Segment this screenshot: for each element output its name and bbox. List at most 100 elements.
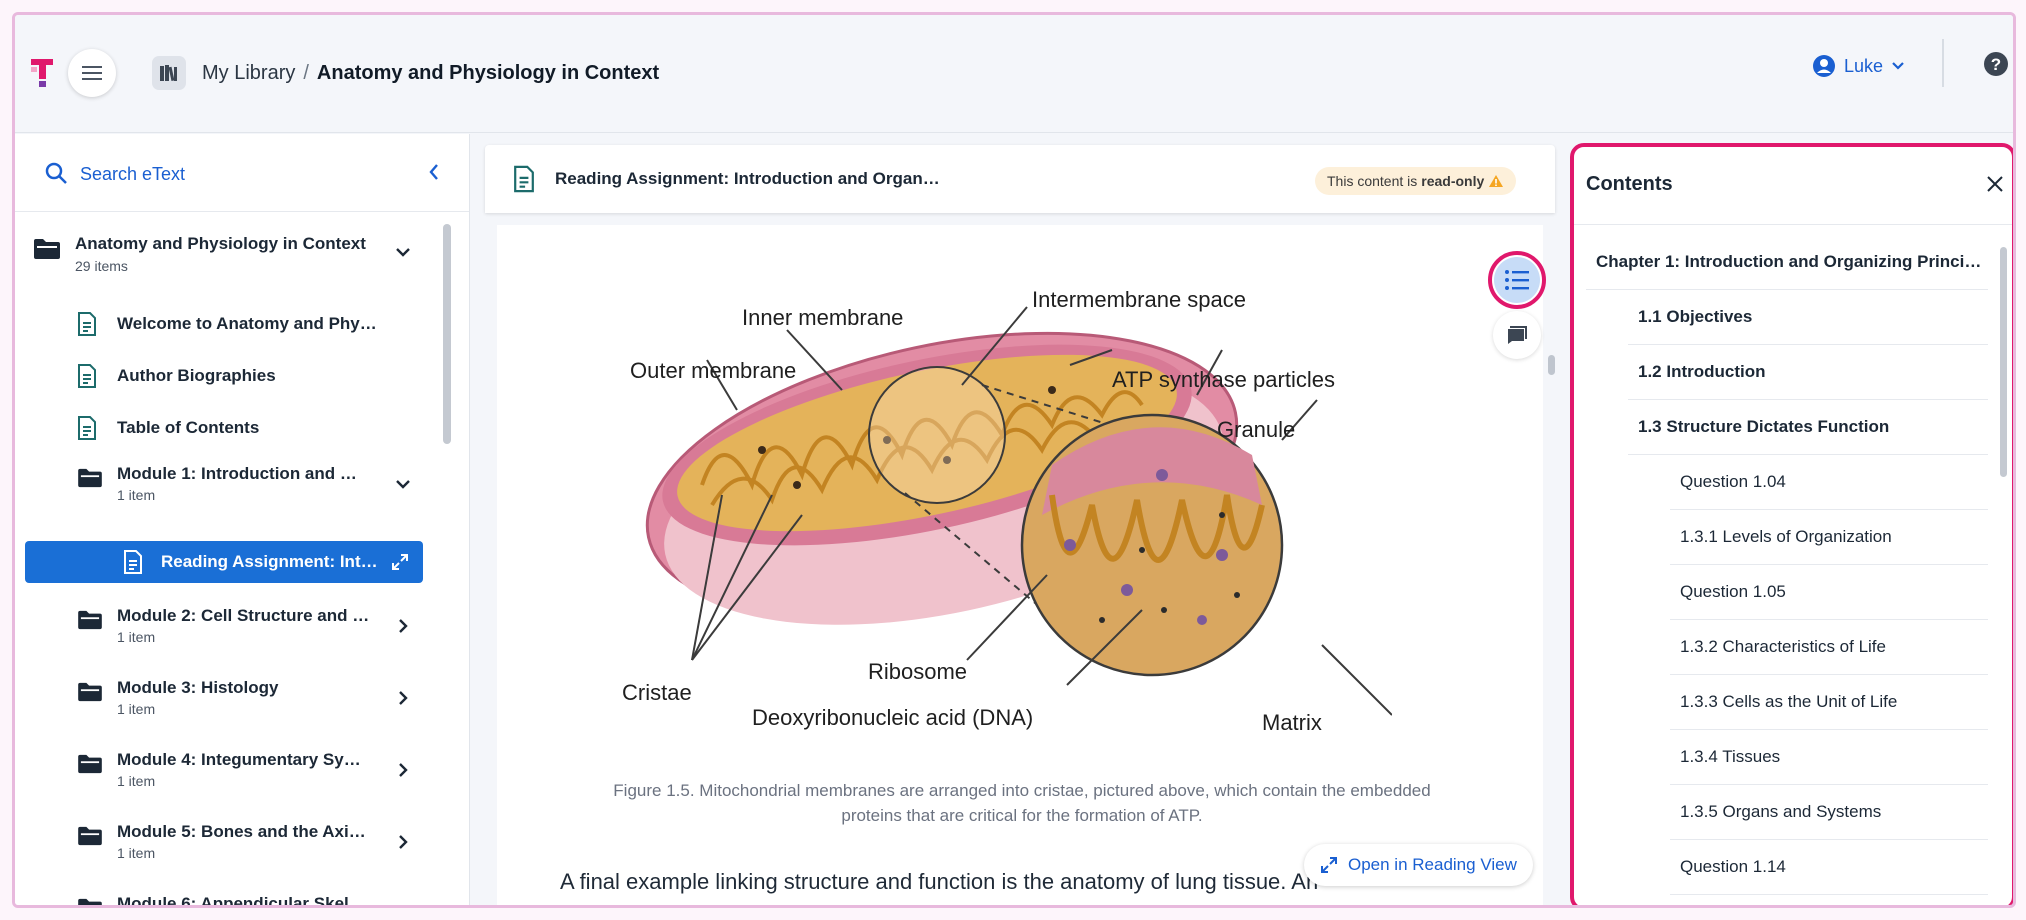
toc-item[interactable]: 1.3.3 Cells as the Unit of Life bbox=[1670, 675, 1988, 730]
label-matrix: Matrix bbox=[1262, 710, 1322, 735]
folder-icon bbox=[78, 682, 102, 702]
read-only-bold: read-only bbox=[1421, 173, 1485, 189]
contents-panel: Contents Chapter 1: Introduction and Org… bbox=[1570, 143, 2013, 905]
tree-doc-title: Welcome to Anatomy and Phy… bbox=[117, 314, 377, 333]
tree-module-2[interactable]: Module 2: Cell Structure and … 1 item bbox=[15, 598, 435, 654]
header-divider bbox=[1942, 39, 1944, 87]
books-icon bbox=[160, 65, 177, 82]
tree-doc-toc[interactable]: Table of Contents bbox=[15, 408, 435, 448]
chevron-right-icon[interactable] bbox=[397, 618, 409, 634]
toc-item[interactable]: Question 1.14 bbox=[1670, 840, 1988, 895]
contents-toggle-button[interactable] bbox=[1488, 251, 1546, 309]
toc-item-label: 1.3.4 Tissues bbox=[1680, 747, 1781, 766]
reading-view-label: Open in Reading View bbox=[1348, 855, 1517, 874]
toc-item[interactable]: 1.1 Objectives bbox=[1628, 290, 1988, 345]
label-ribosome: Ribosome bbox=[868, 659, 967, 684]
label-atp-synthase: ATP synthase particles bbox=[1112, 367, 1335, 392]
reader-panel: Reading Assignment: Introduction and Org… bbox=[485, 145, 1555, 905]
toc-item-label: 1.3.2 Characteristics of Life bbox=[1680, 637, 1886, 656]
read-only-prefix: This content is bbox=[1327, 173, 1418, 189]
tree-module-1[interactable]: Module 1: Introduction and … 1 item bbox=[15, 456, 435, 512]
tree-book[interactable]: Anatomy and Physiology in Context 29 ite… bbox=[15, 226, 435, 286]
toc-item[interactable]: 1.3.1 Levels of Organization bbox=[1670, 510, 1988, 565]
svg-text:?: ? bbox=[1991, 55, 2001, 74]
notes-button[interactable] bbox=[1493, 311, 1541, 359]
search-icon[interactable] bbox=[44, 161, 68, 185]
mitochondrion-figure: Inner membrane Intermembrane space Outer… bbox=[622, 287, 1392, 735]
tree-module-6[interactable]: Module 6: Appendicular Skel… bbox=[15, 886, 435, 908]
document-icon bbox=[514, 165, 534, 193]
tree-doc-title: Author Biographies bbox=[117, 366, 276, 385]
contents-title: Contents bbox=[1586, 173, 1673, 195]
reader-content: Inner membrane Intermembrane space Outer… bbox=[497, 225, 1543, 905]
tree-module-3[interactable]: Module 3: Histology 1 item bbox=[15, 670, 435, 726]
library-icon-box[interactable] bbox=[152, 56, 186, 90]
tree-module-title: Module 6: Appendicular Skel… bbox=[117, 894, 366, 908]
toc-item[interactable]: Question 1.05 bbox=[1670, 565, 1988, 620]
chevron-down-icon bbox=[1892, 62, 1904, 70]
tree-module-4[interactable]: Module 4: Integumentary Sy… 1 item bbox=[15, 742, 435, 798]
tree-doc-authors[interactable]: Author Biographies bbox=[15, 356, 435, 396]
chevron-right-icon[interactable] bbox=[397, 690, 409, 706]
tree-module-count: 1 item bbox=[117, 629, 156, 645]
toc-item-label: Chapter 1: Introduction and Organizing P… bbox=[1596, 252, 1982, 271]
label-granule: Granule bbox=[1217, 417, 1295, 442]
toc-item[interactable]: 1.3.4 Tissues bbox=[1670, 730, 1988, 785]
toc-item[interactable]: 1.3.2 Characteristics of Life bbox=[1670, 620, 1988, 675]
reader-scrollbar[interactable] bbox=[1548, 355, 1555, 375]
close-icon[interactable] bbox=[1986, 175, 2004, 193]
tree-module-5[interactable]: Module 5: Bones and the Axi… 1 item bbox=[15, 814, 435, 870]
top-header: My Library / Anatomy and Physiology in C… bbox=[15, 15, 2013, 133]
tree-module-count: 1 item bbox=[117, 773, 156, 789]
user-name: Luke bbox=[1844, 55, 1884, 76]
notes-icon bbox=[1508, 326, 1527, 344]
label-cristae: Cristae bbox=[622, 680, 692, 705]
help-circle-icon[interactable]: ? bbox=[1983, 51, 2009, 77]
tree-doc-welcome[interactable]: Welcome to Anatomy and Phy… bbox=[15, 304, 435, 344]
reader-header: Reading Assignment: Introduction and Org… bbox=[485, 145, 1555, 213]
toc-item-label: 1.2 Introduction bbox=[1638, 362, 1766, 381]
chevron-right-icon[interactable] bbox=[397, 906, 409, 908]
toc-item-label: Question 1.05 bbox=[1680, 582, 1786, 601]
toc-item[interactable]: Question 1.04 bbox=[1670, 455, 1988, 510]
search-etext-link[interactable]: Search eText bbox=[80, 164, 186, 184]
user-menu[interactable]: Luke bbox=[1812, 49, 1905, 83]
toc-item-label: 1.3 Structure Dictates Function bbox=[1638, 417, 1890, 436]
chevron-right-icon[interactable] bbox=[397, 834, 409, 850]
toc-item[interactable]: Chapter 1: Introduction and Organizing P… bbox=[1586, 235, 1988, 290]
breadcrumb: My Library / Anatomy and Physiology in C… bbox=[202, 62, 659, 85]
chevron-down-icon[interactable] bbox=[395, 478, 411, 490]
toc-item-label: Question 1.04 bbox=[1680, 472, 1786, 491]
contents-header: Contents bbox=[1574, 147, 2012, 225]
chevron-left-icon[interactable] bbox=[427, 163, 441, 181]
breadcrumb-my-library[interactable]: My Library bbox=[202, 62, 296, 84]
folder-icon bbox=[78, 468, 102, 488]
app-logo[interactable] bbox=[31, 59, 57, 91]
expand-icon bbox=[1321, 857, 1337, 873]
caption-line-2: proteins that are critical for the forma… bbox=[841, 806, 1203, 825]
app-window: My Library / Anatomy and Physiology in C… bbox=[12, 12, 2016, 908]
tree-module-count: 1 item bbox=[117, 487, 156, 503]
toc-item[interactable]: 1.3.5 Organs and Systems bbox=[1670, 785, 1988, 840]
warning-icon bbox=[1489, 175, 1504, 187]
expand-icon[interactable] bbox=[391, 553, 409, 571]
open-reading-view-button[interactable]: Open in Reading View bbox=[1304, 844, 1533, 886]
sidebar-scrollbar[interactable] bbox=[443, 224, 451, 444]
tree-active-reading-assignment[interactable]: Reading Assignment: Int… bbox=[25, 541, 423, 583]
body-paragraph: A final example linking structure and fu… bbox=[560, 869, 1319, 894]
folder-icon bbox=[34, 239, 60, 259]
contents-scrollbar[interactable] bbox=[2000, 247, 2007, 477]
document-icon bbox=[78, 364, 96, 388]
tree-module-title: Module 4: Integumentary Sy… bbox=[117, 750, 361, 769]
folder-icon bbox=[78, 754, 102, 774]
chevron-right-icon[interactable] bbox=[397, 762, 409, 778]
tree-module-count: 1 item bbox=[117, 845, 156, 861]
label-outer-membrane: Outer membrane bbox=[630, 358, 796, 383]
reader-title: Reading Assignment: Introduction and Org… bbox=[555, 169, 940, 188]
menu-button[interactable] bbox=[68, 49, 116, 97]
toc-item[interactable]: 1.2 Introduction bbox=[1628, 345, 1988, 400]
tree-doc-title: Table of Contents bbox=[117, 418, 260, 437]
chevron-down-icon[interactable] bbox=[395, 246, 411, 258]
tree-module-title: Module 2: Cell Structure and … bbox=[117, 606, 370, 625]
toc-item[interactable]: 1.3 Structure Dictates Function bbox=[1628, 400, 1988, 455]
